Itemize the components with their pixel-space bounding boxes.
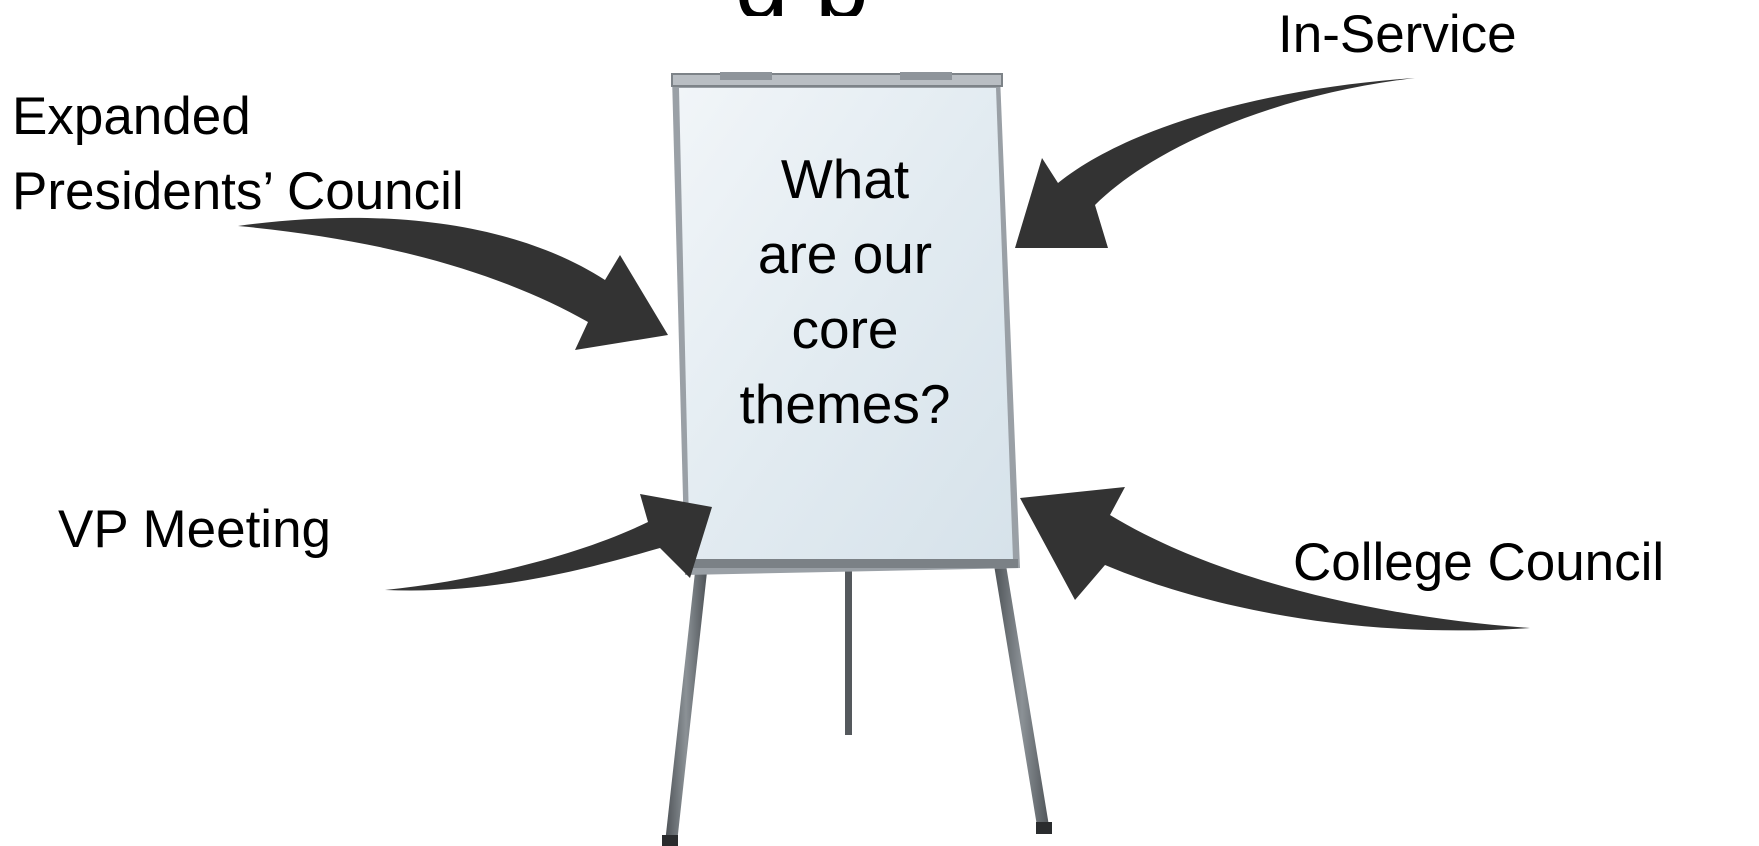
board-surface <box>679 88 1013 567</box>
easel-leg-right <box>994 565 1050 832</box>
board-question-line-1: What <box>780 148 910 210</box>
easel-leg-center <box>845 570 852 735</box>
easel-legs <box>662 565 1052 846</box>
arrows <box>238 78 1530 631</box>
easel-leg-left <box>665 572 707 843</box>
label-vp-meeting: VP Meeting <box>58 500 332 559</box>
title-fragment: g p <box>0 0 1759 16</box>
label-in-service: In-Service <box>1278 5 1517 64</box>
label-expanded-line2: Presidents’ Council <box>12 162 464 221</box>
board-clip-left <box>720 72 772 80</box>
arrow-in-service <box>1015 78 1415 248</box>
arrow-vp-meeting <box>385 494 712 591</box>
board-bottom-tray <box>684 559 1018 568</box>
easel-foot-right <box>1036 822 1052 834</box>
board-question-line-2: are our <box>757 223 933 285</box>
title-fragment-text: g p <box>735 0 868 16</box>
board-question-line-3: core <box>791 298 899 360</box>
board-clip-right <box>900 72 952 80</box>
arrow-expanded-presidents-council <box>238 217 668 350</box>
label-expanded-line1: Expanded <box>12 87 251 146</box>
easel-foot-left <box>662 835 678 846</box>
arrow-college-council <box>1020 487 1530 631</box>
board-question: What are our core themes? <box>690 142 1000 442</box>
flipchart-board <box>671 72 1020 575</box>
label-college-council: College Council <box>1293 533 1665 592</box>
board-question-line-4: themes? <box>739 373 951 435</box>
